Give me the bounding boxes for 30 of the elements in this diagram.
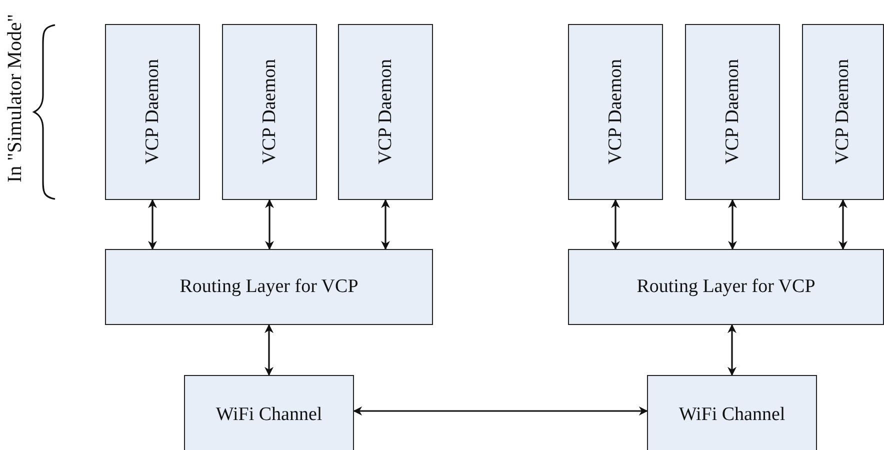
node-label: Routing Layer for VCP bbox=[636, 276, 816, 298]
process-box bbox=[568, 24, 663, 200]
process-box bbox=[105, 249, 433, 325]
node-label: VCP Daemon bbox=[142, 59, 164, 165]
process-box bbox=[568, 249, 884, 325]
process-box bbox=[685, 24, 780, 200]
process-box bbox=[338, 24, 433, 200]
node-label: WiFi Channel bbox=[678, 404, 786, 426]
double-arrow bbox=[728, 324, 736, 376]
node-label: WiFi Channel bbox=[216, 404, 322, 426]
node-label: VCP Daemon bbox=[258, 59, 280, 165]
process-box bbox=[222, 24, 317, 200]
node-label: VCP Daemon bbox=[374, 59, 396, 165]
double-arrow bbox=[838, 199, 848, 250]
process-box bbox=[184, 375, 354, 450]
process-box bbox=[647, 375, 817, 450]
double-arrow bbox=[728, 199, 737, 250]
double-arrow bbox=[264, 324, 274, 376]
bracket-label: In "Simulator Mode" bbox=[4, 14, 27, 183]
process-box bbox=[105, 24, 200, 200]
double-arrow bbox=[148, 199, 157, 250]
node-label: Routing Layer for VCP bbox=[180, 276, 358, 298]
double-arrow bbox=[265, 199, 274, 250]
double-arrow bbox=[611, 199, 620, 250]
process-box bbox=[802, 24, 884, 200]
node-label: VCP Daemon bbox=[604, 59, 626, 165]
double-arrow bbox=[381, 199, 390, 250]
node-label: VCP Daemon bbox=[722, 59, 744, 165]
double-arrow bbox=[353, 406, 648, 416]
node-label: VCP Daemon bbox=[832, 59, 854, 165]
